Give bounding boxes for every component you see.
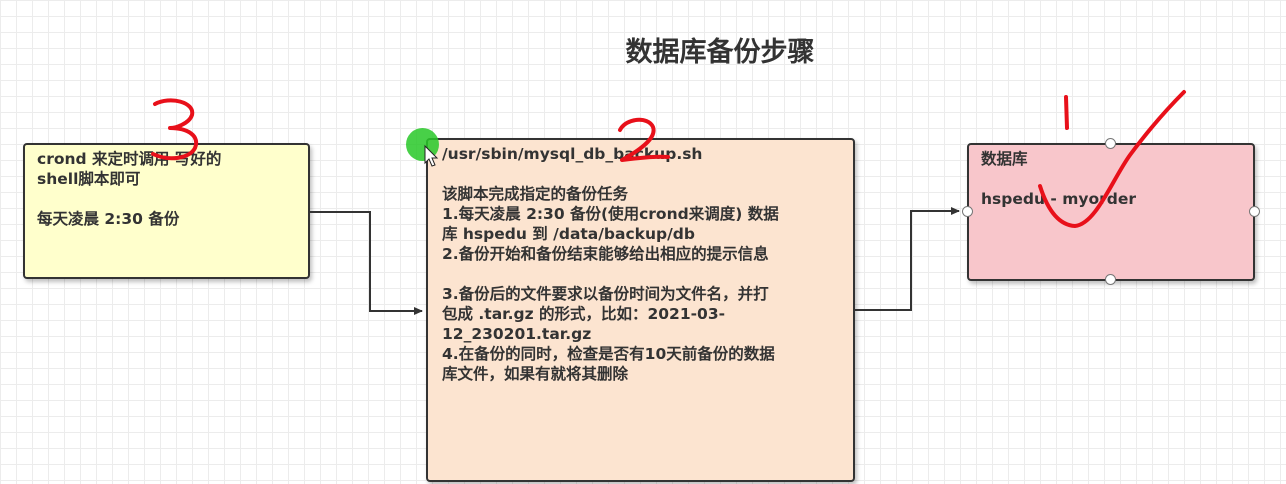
handwritten-number-1 [1064, 95, 1069, 130]
handwritten-number-3 [151, 98, 199, 161]
handwritten-check-mark [1038, 90, 1186, 228]
node-text-line: 每天凌晨 2:30 备份 [37, 210, 180, 228]
node-text-line: 2.备份开始和备份结束能够给出相应的提示信息 [442, 245, 769, 263]
node-text-line: shell脚本即可 [37, 170, 141, 188]
node-text-line: 3.备份后的文件要求以备份时间为文件名，并打 [442, 285, 769, 303]
handwritten-number-2 [618, 117, 670, 162]
connector-arrow-cron-to-script [310, 211, 423, 315]
resize-handle-left[interactable] [962, 206, 973, 217]
node-text-line: 包成 .tar.gz 的形式，比如：2021-03- [442, 305, 726, 323]
node-text-line: 库文件，如果有就将其删除 [442, 365, 629, 383]
connector-arrow-script-to-db [855, 207, 960, 311]
node-text-line: 该脚本完成指定的备份任务 [442, 185, 629, 203]
node-text-line: 数据库 [981, 150, 1028, 168]
node-text-line: 4.在备份的同时，检查是否有10天前备份的数据 [442, 345, 775, 363]
database-node[interactable]: 数据库 hspedu - myorder [967, 143, 1255, 281]
resize-handle-bottom[interactable] [1105, 274, 1116, 285]
diagram-title: 数据库备份步骤 [625, 37, 815, 68]
mouse-cursor-icon [424, 144, 439, 167]
backup-script-node[interactable]: /usr/sbin/mysql_db_backup.sh 该脚本完成指定的备份任… [426, 138, 855, 482]
node-text-line: 12_230201.tar.gz [442, 325, 592, 343]
node-text-line: 库 hspedu 到 /data/backup/db [442, 225, 695, 243]
node-text-line: 1.每天凌晨 2:30 备份(使用crond来调度) 数据 [442, 205, 779, 223]
resize-handle-right[interactable] [1249, 206, 1260, 217]
resize-handle-top[interactable] [1105, 138, 1116, 149]
node-text-line: hspedu - myorder [981, 190, 1137, 208]
